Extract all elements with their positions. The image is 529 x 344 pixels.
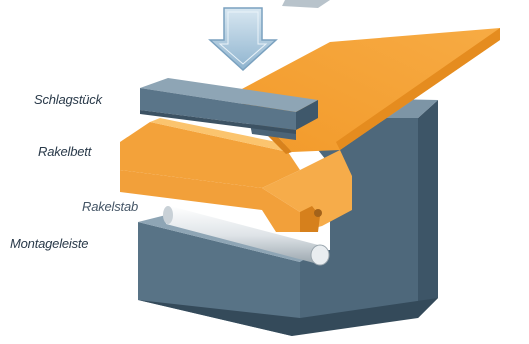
label-rakelbett: Rakelbett [38,144,91,159]
down-arrow-icon [210,8,276,70]
top-fragment [282,0,330,8]
label-schlagstueck: Schlagstück [34,92,102,107]
label-rakelstab: Rakelstab [82,199,138,214]
label-montageleiste: Montageleiste [10,236,88,251]
